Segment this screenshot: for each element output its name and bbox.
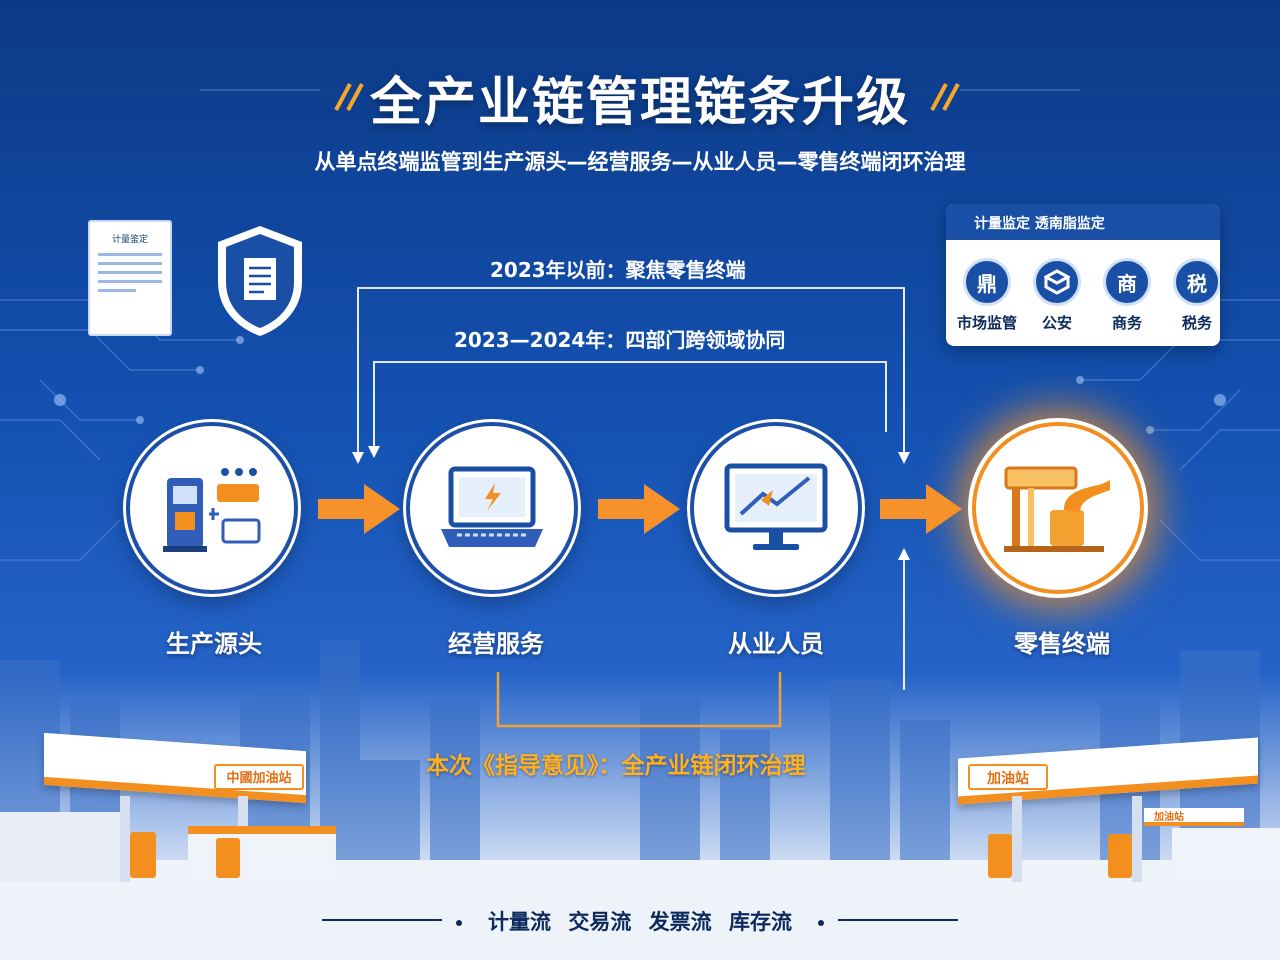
stage-label-practitioners: 从业人员 xyxy=(728,630,824,658)
arrow-1 xyxy=(318,484,400,534)
left-gas-station: 中國加油站 xyxy=(0,732,340,882)
agency-commerce[interactable]: 商 商务 xyxy=(1092,258,1162,333)
page-title: 全产业链管理链条升级 xyxy=(369,73,910,133)
flows-bar: 计量流 交易流 发票流 库存流 xyxy=(0,906,1280,936)
laptop-icon xyxy=(441,466,543,547)
stage-business-service[interactable] xyxy=(406,422,578,594)
flow-metering: 计量流 xyxy=(488,910,552,934)
era-2023-2024: 2023—2024年：四部门跨领域协同 xyxy=(454,328,786,352)
stage-label-production-source: 生产源头 xyxy=(166,630,262,658)
arrow-2 xyxy=(598,484,680,534)
era-before-2023: 2023年以前：聚焦零售终端 xyxy=(490,258,746,282)
taxation-icon: 税 xyxy=(1173,258,1220,306)
right-gas-station: 加油站 加油站 xyxy=(948,737,1280,882)
right-station-sign: 加油站 xyxy=(968,764,1048,790)
fuel-dispenser-icon xyxy=(163,468,261,552)
flows-right-rule xyxy=(838,919,958,921)
flow-invoice: 发票流 xyxy=(648,910,712,934)
agency-taxation[interactable]: 税 税务 xyxy=(1162,258,1220,333)
arrow-3 xyxy=(880,484,962,534)
flows-right-dot xyxy=(818,920,825,926)
document-title: 计量鉴定 xyxy=(111,235,148,245)
flow-inventory: 库存流 xyxy=(728,910,792,934)
commerce-icon: 商 xyxy=(1103,258,1151,306)
public-security-icon xyxy=(1033,258,1081,306)
document-icon: 计量鉴定 xyxy=(88,220,172,336)
shield-document-icon xyxy=(218,226,302,336)
guidance-text: 本次《指导意见》：全产业链闭环治理 xyxy=(426,753,806,779)
flows-left-dot xyxy=(455,920,462,926)
left-station-sign: 中國加油站 xyxy=(214,764,304,790)
page-subtitle: 从单点终端监管到生产源头—经营服务—从业人员—零售终端闭环治理 xyxy=(314,150,966,174)
agency-name: 市场监管 xyxy=(956,314,1017,332)
flows-left-rule xyxy=(322,919,442,921)
title-right-decoration xyxy=(930,83,960,111)
stage-practitioners[interactable] xyxy=(690,422,862,594)
agency-name: 税务 xyxy=(1181,314,1212,332)
agency-card-header: 计量监定 透南脂监定 xyxy=(946,204,1220,240)
agency-name: 商务 xyxy=(1111,314,1142,332)
agency-public-security[interactable]: 公安 xyxy=(1022,258,1092,333)
stage-label-retail-terminal: 零售终端 xyxy=(1014,630,1110,658)
stage-retail-terminal[interactable] xyxy=(972,422,1144,594)
agency-market-supervision[interactable]: 鼎 市场监管 xyxy=(952,258,1022,333)
fuel-nozzle-icon xyxy=(1004,466,1110,552)
agency-card: 计量监定 透南脂监定 鼎 市场监管 公安 商 商务 税 税务 xyxy=(946,204,1220,346)
flow-transaction: 交易流 xyxy=(568,910,632,934)
agency-name: 公安 xyxy=(1041,314,1072,332)
right-station-small-sign: 加油站 xyxy=(1154,812,1184,823)
title-left-decoration xyxy=(334,83,364,111)
stage-label-business-service: 经营服务 xyxy=(448,630,544,658)
stage-production-source[interactable] xyxy=(126,422,298,594)
market-supervision-icon: 鼎 xyxy=(963,258,1011,306)
monitor-chart-icon xyxy=(724,463,828,550)
